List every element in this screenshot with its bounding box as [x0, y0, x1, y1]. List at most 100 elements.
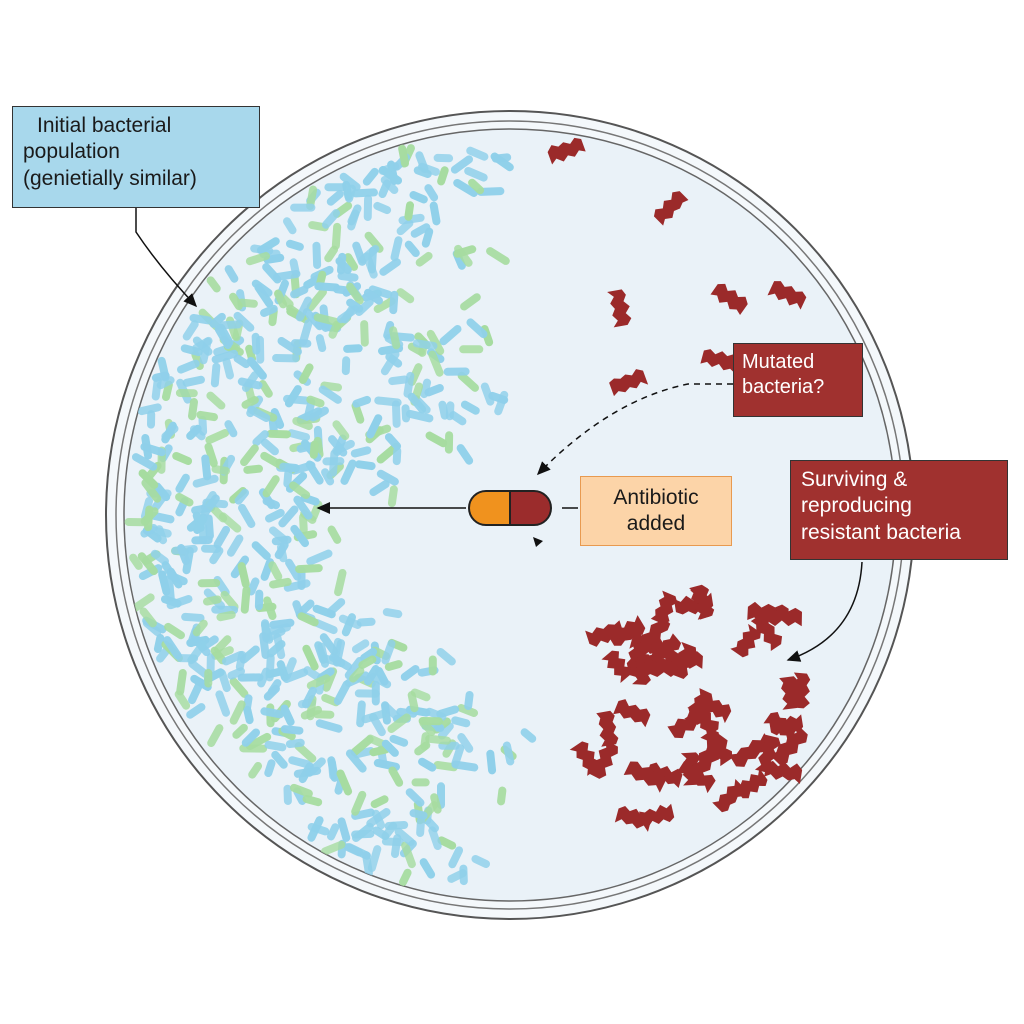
rod-bacterium [265, 667, 284, 679]
rod-bacterium [351, 829, 375, 839]
rod-bacterium [306, 549, 333, 566]
rod-bacterium [285, 558, 302, 581]
rod-bacterium [237, 377, 263, 390]
rod-bacterium [210, 362, 221, 388]
rod-bacterium [424, 384, 444, 397]
rod-bacterium [131, 593, 155, 612]
rod-bacterium [189, 314, 213, 325]
rod-bacterium [213, 525, 231, 549]
rod-bacterium [251, 541, 271, 561]
rod-bacterium [337, 271, 359, 282]
rod-bacterium [376, 469, 399, 486]
rod-bacterium [361, 709, 387, 724]
rod-bacterium [301, 686, 317, 709]
rod-bacterium [232, 723, 248, 739]
rod-bacterium [238, 503, 256, 528]
rod-bacterium [293, 495, 313, 520]
rod-bacterium [351, 790, 367, 816]
rod-bacterium [444, 431, 454, 454]
rod-bacterium [360, 320, 369, 347]
rod-bacterium [373, 201, 392, 215]
rod-bacterium [388, 375, 409, 386]
mutated-dashed-arrow [536, 383, 733, 476]
rod-bacterium [294, 742, 317, 763]
rod-bacterium [317, 642, 330, 668]
rod-bacterium [233, 311, 255, 332]
rod-bacterium [260, 451, 286, 470]
rod-bacterium [260, 304, 278, 317]
rod-bacterium [313, 710, 335, 719]
rod-bacterium [137, 403, 162, 416]
rod-bacterium [233, 354, 251, 369]
rod-bacterium [274, 289, 288, 309]
rod-bacterium [266, 639, 286, 658]
rod-bacterium [334, 568, 347, 597]
rod-bacterium [365, 426, 384, 444]
resistant-bacterium [614, 805, 652, 832]
rod-bacterium [404, 240, 420, 258]
rod-bacterium [203, 595, 222, 606]
rod-bacterium [346, 282, 364, 305]
rod-bacterium [497, 786, 507, 806]
rod-bacterium [404, 201, 415, 221]
rod-bacterium [292, 416, 313, 431]
rod-bacterium [364, 664, 380, 686]
rod-bacterium [324, 183, 347, 192]
rod-bacterium [263, 596, 277, 621]
resistant-bacterium [633, 614, 671, 654]
rod-bacterium [215, 690, 231, 717]
rod-bacterium [381, 639, 396, 665]
rod-bacterium [243, 705, 254, 725]
rod-bacterium [451, 716, 471, 728]
rod-bacterium [285, 239, 304, 251]
rod-bacterium [229, 292, 243, 311]
rod-bacterium [312, 241, 322, 269]
rod-bacterium [237, 673, 264, 682]
rod-bacterium [321, 840, 346, 856]
rod-bacterium [486, 749, 497, 775]
rod-bacterium [306, 395, 325, 408]
rod-bacterium [222, 357, 234, 380]
rod-bacterium [207, 724, 224, 748]
rod-bacterium [140, 507, 159, 526]
resistant-bacterium [609, 369, 649, 397]
rod-bacterium [224, 420, 238, 438]
rod-bacterium [280, 704, 295, 726]
resistant-bacterium [623, 761, 667, 793]
resistant-bacterium [613, 699, 651, 728]
rod-bacterium [333, 680, 351, 706]
resistant-bacterium [754, 734, 781, 773]
rod-bacterium [502, 741, 515, 766]
rod-bacterium [289, 481, 311, 499]
rod-bacterium [191, 535, 213, 545]
rod-bacterium [252, 430, 269, 447]
rod-bacterium [206, 391, 226, 410]
rod-bacterium [419, 858, 436, 879]
rod-bacterium [450, 155, 474, 174]
antibiotic-pill-icon [468, 490, 552, 526]
rod-bacterium [248, 761, 263, 779]
rod-bacterium [188, 659, 210, 678]
rod-bacterium [220, 590, 239, 611]
rod-bacterium [391, 400, 401, 428]
surviving-label-line-1: Surviving & [801, 468, 908, 491]
rod-bacterium [306, 287, 327, 312]
resistant-bacteria-population [547, 137, 811, 832]
rod-bacterium [260, 438, 279, 456]
rod-bacterium [243, 464, 263, 474]
rod-bacterium [251, 279, 273, 297]
rod-bacterium [309, 406, 329, 422]
rod-bacterium [266, 429, 291, 439]
resistant-bacterium [710, 283, 748, 316]
rod-bacterium [186, 703, 206, 719]
rod-bacterium [251, 332, 261, 355]
rod-bacterium [305, 460, 324, 485]
rod-bacterium [336, 769, 353, 796]
rod-bacterium [166, 595, 193, 610]
rod-bacterium [272, 354, 300, 363]
rod-bacterium [351, 639, 370, 654]
rod-bacterium [351, 188, 378, 198]
rod-bacterium [175, 473, 190, 493]
rod-bacterium [389, 290, 399, 315]
rod-bacterium [213, 635, 232, 654]
